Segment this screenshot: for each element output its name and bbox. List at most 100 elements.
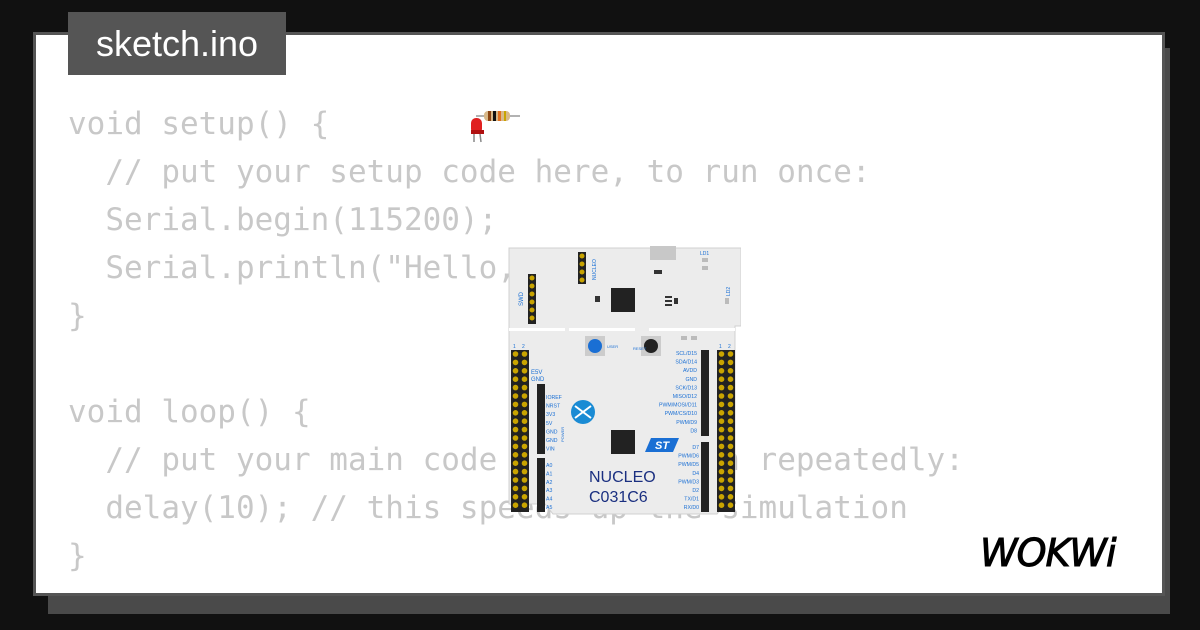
- header-pin[interactable]: [512, 418, 519, 424]
- header-pin[interactable]: [727, 443, 734, 450]
- header-pin[interactable]: [521, 443, 528, 450]
- header-pin[interactable]: [718, 443, 725, 450]
- header-pin[interactable]: [718, 502, 725, 509]
- header-pin[interactable]: [521, 368, 528, 374]
- header-pin[interactable]: [512, 494, 519, 500]
- pin-label: GND: [546, 429, 558, 435]
- header-pin[interactable]: [727, 468, 734, 475]
- header-pin[interactable]: [727, 460, 734, 466]
- header-pin[interactable]: [727, 418, 734, 424]
- header-pin[interactable]: [727, 502, 734, 509]
- header-pin[interactable]: [521, 426, 528, 433]
- header-pin[interactable]: [727, 359, 734, 366]
- header-pin[interactable]: [727, 477, 734, 483]
- header-pin[interactable]: [718, 418, 725, 424]
- usb-connector: [650, 246, 676, 260]
- pin-label: AVDD: [683, 368, 697, 374]
- header-pin[interactable]: [512, 376, 519, 382]
- header-pin[interactable]: [727, 351, 734, 357]
- header-pin[interactable]: [727, 393, 734, 399]
- header-pin[interactable]: [521, 468, 528, 475]
- header-pin[interactable]: [521, 384, 528, 391]
- header-pin[interactable]: [718, 359, 725, 366]
- header-pin[interactable]: [512, 401, 519, 408]
- header-pin[interactable]: [727, 494, 734, 500]
- header-pin[interactable]: [521, 452, 528, 458]
- header-pin[interactable]: [521, 418, 528, 424]
- header-pin[interactable]: [521, 494, 528, 500]
- file-tab[interactable]: sketch.ino: [68, 12, 286, 75]
- header-pin[interactable]: [718, 485, 725, 492]
- header-pin[interactable]: [727, 368, 734, 374]
- header-pin[interactable]: [718, 401, 725, 408]
- header-pin[interactable]: [727, 384, 734, 391]
- header-pin[interactable]: [521, 502, 528, 509]
- header-pin[interactable]: [512, 359, 519, 366]
- header-pin[interactable]: [512, 468, 519, 475]
- header-pin[interactable]: [718, 410, 725, 416]
- header-pin[interactable]: [512, 393, 519, 399]
- pin-label: A2: [546, 480, 552, 486]
- right-pin2-label: 2: [728, 344, 731, 350]
- user-button[interactable]: [588, 339, 602, 353]
- header-pin[interactable]: [718, 460, 725, 466]
- pin-label: PWM/MOSI/D11: [659, 403, 697, 409]
- header-pin[interactable]: [718, 376, 725, 382]
- header-pin[interactable]: [718, 351, 725, 357]
- header-pin[interactable]: [718, 468, 725, 475]
- e5v-label: E5V: [531, 370, 542, 376]
- header-pin[interactable]: [512, 477, 519, 483]
- code-line[interactable]: void setup() {: [68, 106, 330, 142]
- header-pin[interactable]: [521, 477, 528, 483]
- header-pin[interactable]: [512, 460, 519, 466]
- header-pin[interactable]: [718, 426, 725, 433]
- header-pin[interactable]: [512, 485, 519, 492]
- header-pin[interactable]: [512, 351, 519, 357]
- resistor-icon[interactable]: [476, 108, 522, 124]
- header-pin[interactable]: [512, 452, 519, 458]
- header-pin[interactable]: [718, 393, 725, 399]
- header-pin[interactable]: [521, 485, 528, 492]
- pin-label: SCL/D15: [676, 351, 697, 357]
- code-line[interactable]: Serial.begin(115200);: [68, 202, 498, 238]
- wokwi-logo: WOKWi: [980, 531, 1119, 575]
- header-pin[interactable]: [512, 426, 519, 433]
- header-pin[interactable]: [512, 502, 519, 509]
- header-pin[interactable]: [727, 485, 734, 492]
- code-line[interactable]: void loop() {: [68, 394, 311, 430]
- header-pin[interactable]: [521, 359, 528, 366]
- header-pin[interactable]: [521, 435, 528, 441]
- header-pin[interactable]: [521, 393, 528, 399]
- header-pin[interactable]: [512, 435, 519, 441]
- code-line[interactable]: }: [68, 538, 87, 574]
- header-pin[interactable]: [727, 435, 734, 441]
- header-pin[interactable]: [521, 460, 528, 466]
- header-pin[interactable]: [718, 368, 725, 374]
- code-line[interactable]: }: [68, 298, 87, 334]
- nucleo-board[interactable]: SWD NUCLEO LD1 LD2 USER RESET ST NUCLEO …: [505, 246, 741, 522]
- header-pin[interactable]: [727, 376, 734, 382]
- header-pin[interactable]: [512, 384, 519, 391]
- header-pin[interactable]: [718, 452, 725, 458]
- code-line[interactable]: delay(10); // this speeds up the simulat…: [68, 490, 908, 526]
- header-pin[interactable]: [521, 410, 528, 416]
- header-pin[interactable]: [718, 477, 725, 483]
- header-pin[interactable]: [521, 351, 528, 357]
- header-pin[interactable]: [718, 384, 725, 391]
- header-pin[interactable]: [727, 452, 734, 458]
- header-pin[interactable]: [727, 410, 734, 416]
- pin-label: SDA/D14: [675, 360, 697, 366]
- header-pin[interactable]: [727, 426, 734, 433]
- header-pin[interactable]: [727, 401, 734, 408]
- header-pin[interactable]: [718, 494, 725, 500]
- code-line[interactable]: // put your setup code here, to run once…: [68, 154, 871, 190]
- header-pin[interactable]: [512, 368, 519, 374]
- mcu-chip: [611, 430, 635, 454]
- header-pin[interactable]: [521, 401, 528, 408]
- header-pin[interactable]: [512, 410, 519, 416]
- header-pin[interactable]: [718, 435, 725, 441]
- header-pin[interactable]: [512, 443, 519, 450]
- reset-button[interactable]: [644, 339, 658, 353]
- led-icon[interactable]: [468, 108, 488, 144]
- header-pin[interactable]: [521, 376, 528, 382]
